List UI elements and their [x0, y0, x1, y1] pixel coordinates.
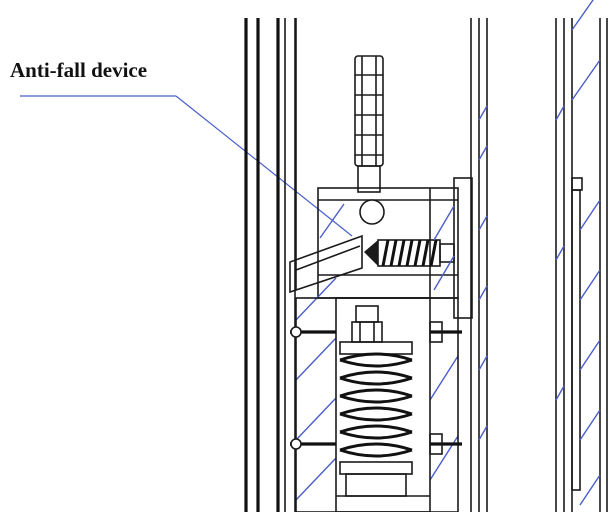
center-guide-rail [470, 18, 488, 512]
lower-bolt-left [290, 438, 336, 450]
anti-fall-device [289, 177, 473, 501]
lower-bolt-right [429, 433, 462, 455]
callout-leader [20, 95, 353, 237]
buffer-spring-assembly [290, 297, 462, 512]
upper-bolt-right [429, 321, 462, 343]
hoist-chain [354, 55, 384, 193]
right-guide-rail [555, 0, 608, 512]
upper-bolt-left [290, 326, 336, 338]
callout-label: Anti-fall device [10, 58, 148, 82]
left-guide-rail [244, 18, 297, 512]
